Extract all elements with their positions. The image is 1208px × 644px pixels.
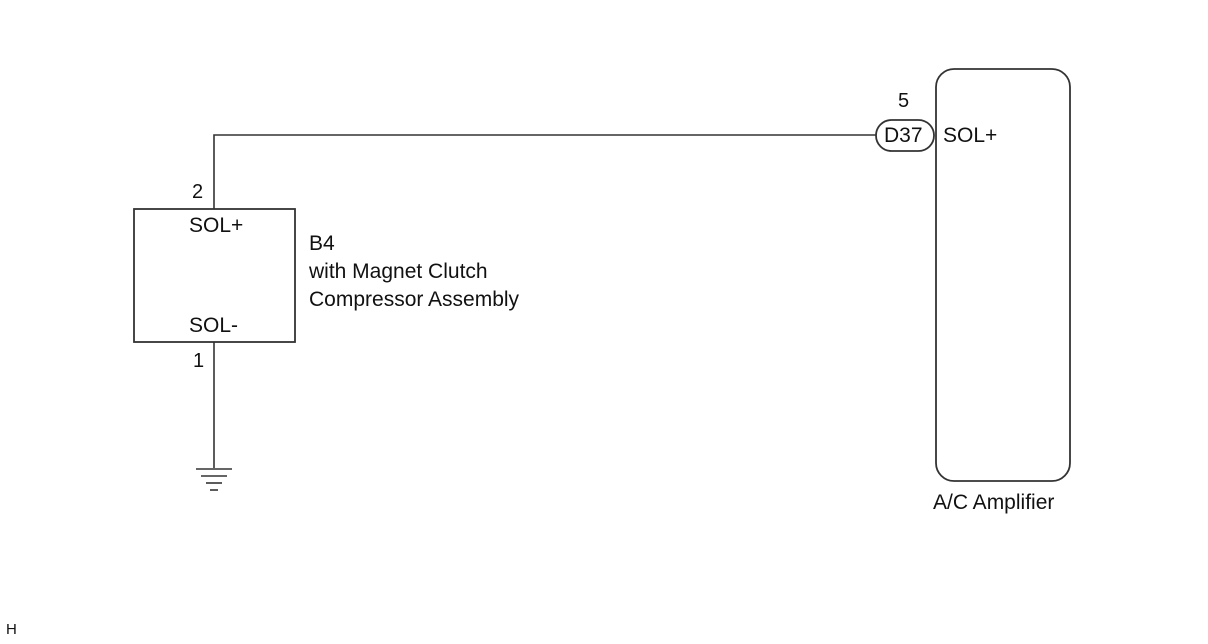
b4-pin-bottom: 1 xyxy=(193,350,205,372)
b4-component-name-line1: with Magnet Clutch xyxy=(309,260,488,283)
b4-pin-top: 2 xyxy=(192,181,204,203)
connector-code: D37 xyxy=(884,124,923,147)
amplifier-name: A/C Amplifier xyxy=(933,491,1055,514)
ground-icon xyxy=(196,468,232,491)
wire-sol-plus xyxy=(213,134,876,209)
corner-mark: H xyxy=(6,621,17,638)
connector-pin-number: 5 xyxy=(898,90,910,112)
b4-component-name-line2: Compressor Assembly xyxy=(309,288,520,311)
connector-d37-shape xyxy=(875,119,935,152)
b4-component-code: B4 xyxy=(309,232,335,255)
ac-amplifier-box xyxy=(935,68,1071,482)
b4-terminal-bottom-label: SOL- xyxy=(189,314,239,337)
amplifier-terminal-label: SOL+ xyxy=(943,124,998,147)
b4-terminal-top-label: SOL+ xyxy=(189,214,244,237)
